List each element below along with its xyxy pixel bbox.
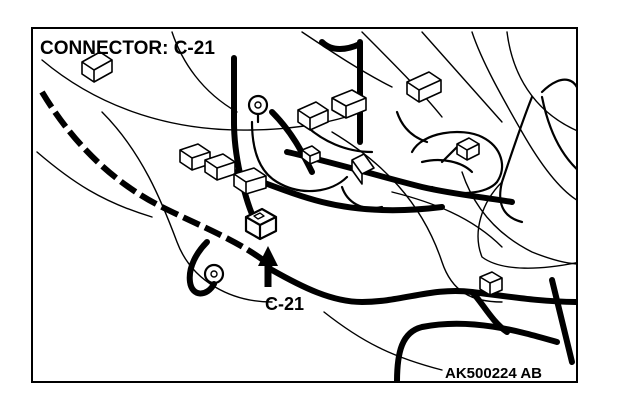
figure-code-leader [323, 311, 443, 371]
figure-title: CONNECTOR: C-21 [40, 38, 215, 59]
ground-terminal-lower [186, 239, 225, 297]
callout-arrow [258, 246, 278, 287]
figure-code: AK500224 AB [445, 365, 542, 382]
callout-label-c21: C-21 [265, 294, 304, 314]
connector-group [81, 51, 503, 296]
ground-terminal-upper [247, 94, 269, 124]
figure-frame: CONNECTOR: C-21 C-21 AK500224 AB [31, 27, 578, 383]
connector-c21 [244, 207, 278, 241]
wiring-illustration: CONNECTOR: C-21 C-21 AK500224 AB [36, 31, 576, 382]
wiring-harness [39, 39, 576, 381]
